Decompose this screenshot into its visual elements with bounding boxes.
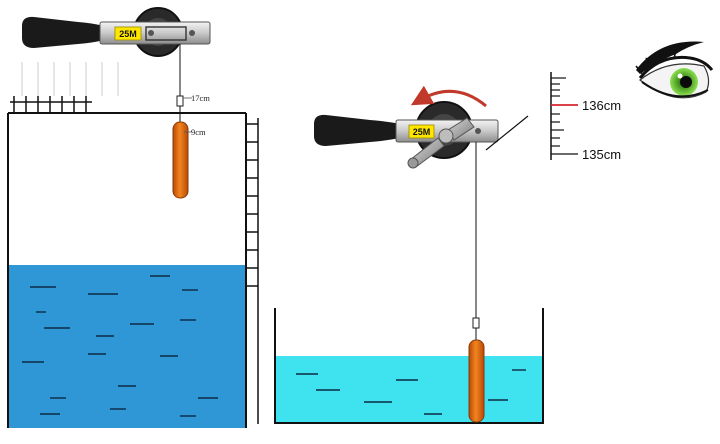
tape-a-badge xyxy=(114,26,142,41)
right-trough-water xyxy=(276,356,542,423)
left-tank-water xyxy=(9,265,245,428)
ruler-lower-reading: 135cm xyxy=(582,147,621,162)
left-tank xyxy=(7,62,259,428)
right-trough xyxy=(274,308,544,424)
tape-a-handle xyxy=(22,16,104,48)
tape-b-pointer xyxy=(485,115,529,151)
tape-a-clip xyxy=(176,95,184,107)
tape-b-badge-label: 25M xyxy=(413,127,431,137)
eye-icon xyxy=(635,41,714,99)
ruler-upper-reading: 136cm xyxy=(582,98,621,113)
tape-a-sensor xyxy=(172,121,189,199)
tape-b-handle xyxy=(314,114,400,146)
tape-a-badge-label: 25M xyxy=(119,29,137,39)
tape-measure-b: 25M xyxy=(314,85,529,423)
tape-a-cable-mark: 17cm xyxy=(191,93,210,103)
left-tank-wall-ladder xyxy=(246,118,259,424)
left-tank-outline xyxy=(7,112,247,428)
tape-b-clip xyxy=(472,317,480,329)
left-tank-top-hatch xyxy=(21,62,119,96)
right-trough-outline xyxy=(274,308,544,424)
crank-handle-icon xyxy=(407,117,475,169)
tape-a-sensor-mark: 9cm xyxy=(191,127,206,137)
left-tank-ripples xyxy=(22,275,218,417)
left-tank-rail xyxy=(10,96,92,113)
rotation-arrow-icon xyxy=(410,85,487,108)
right-trough-ripples xyxy=(296,369,526,415)
reading-ruler: 136cm 135cm xyxy=(550,72,621,162)
tape-b-sensor xyxy=(468,339,485,423)
tape-measure-a: 25M 17cm 9cm xyxy=(22,7,211,199)
tape-b-badge xyxy=(408,124,435,139)
